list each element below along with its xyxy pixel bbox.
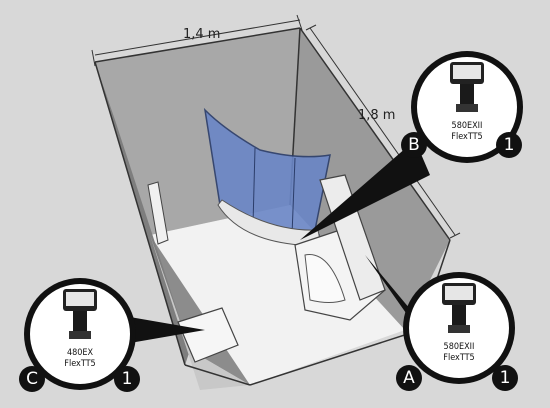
flash-trigger: FlexTT5 [64,359,96,369]
flash-model: 580EXII [443,342,475,352]
flash-a-label: 580EXII FlexTT5 [419,342,499,364]
flash-trigger: FlexTT5 [443,353,475,363]
flash-model: 580EXII [451,121,483,131]
callout-c-pointer [118,315,205,345]
flash-icon [442,283,476,333]
flash-b-label: 580EXII FlexTT5 [427,121,507,143]
flash-model: 480EX [66,348,94,358]
position-badge-b: B [401,132,427,158]
position-badge-c: C [19,366,45,392]
flash-icon [63,289,97,339]
flash-icon [450,62,484,112]
callout-b-pointer [300,140,430,240]
group-badge-c: 1 [114,366,140,392]
towel-rail [147,181,169,245]
room-depth-label: 1,8 m [358,108,396,123]
dimension-lines [91,14,461,239]
flash-c-label: 480EX FlexTT5 [40,348,120,370]
floor [150,205,405,385]
toilet [177,307,239,363]
group-badge-b: 1 [496,132,522,158]
flash-trigger: FlexTT5 [451,132,483,142]
group-badge-a: 1 [492,365,518,391]
position-badge-a: A [396,365,422,391]
room-width-label: 1,4 m [183,27,221,42]
right-wall [290,28,450,330]
